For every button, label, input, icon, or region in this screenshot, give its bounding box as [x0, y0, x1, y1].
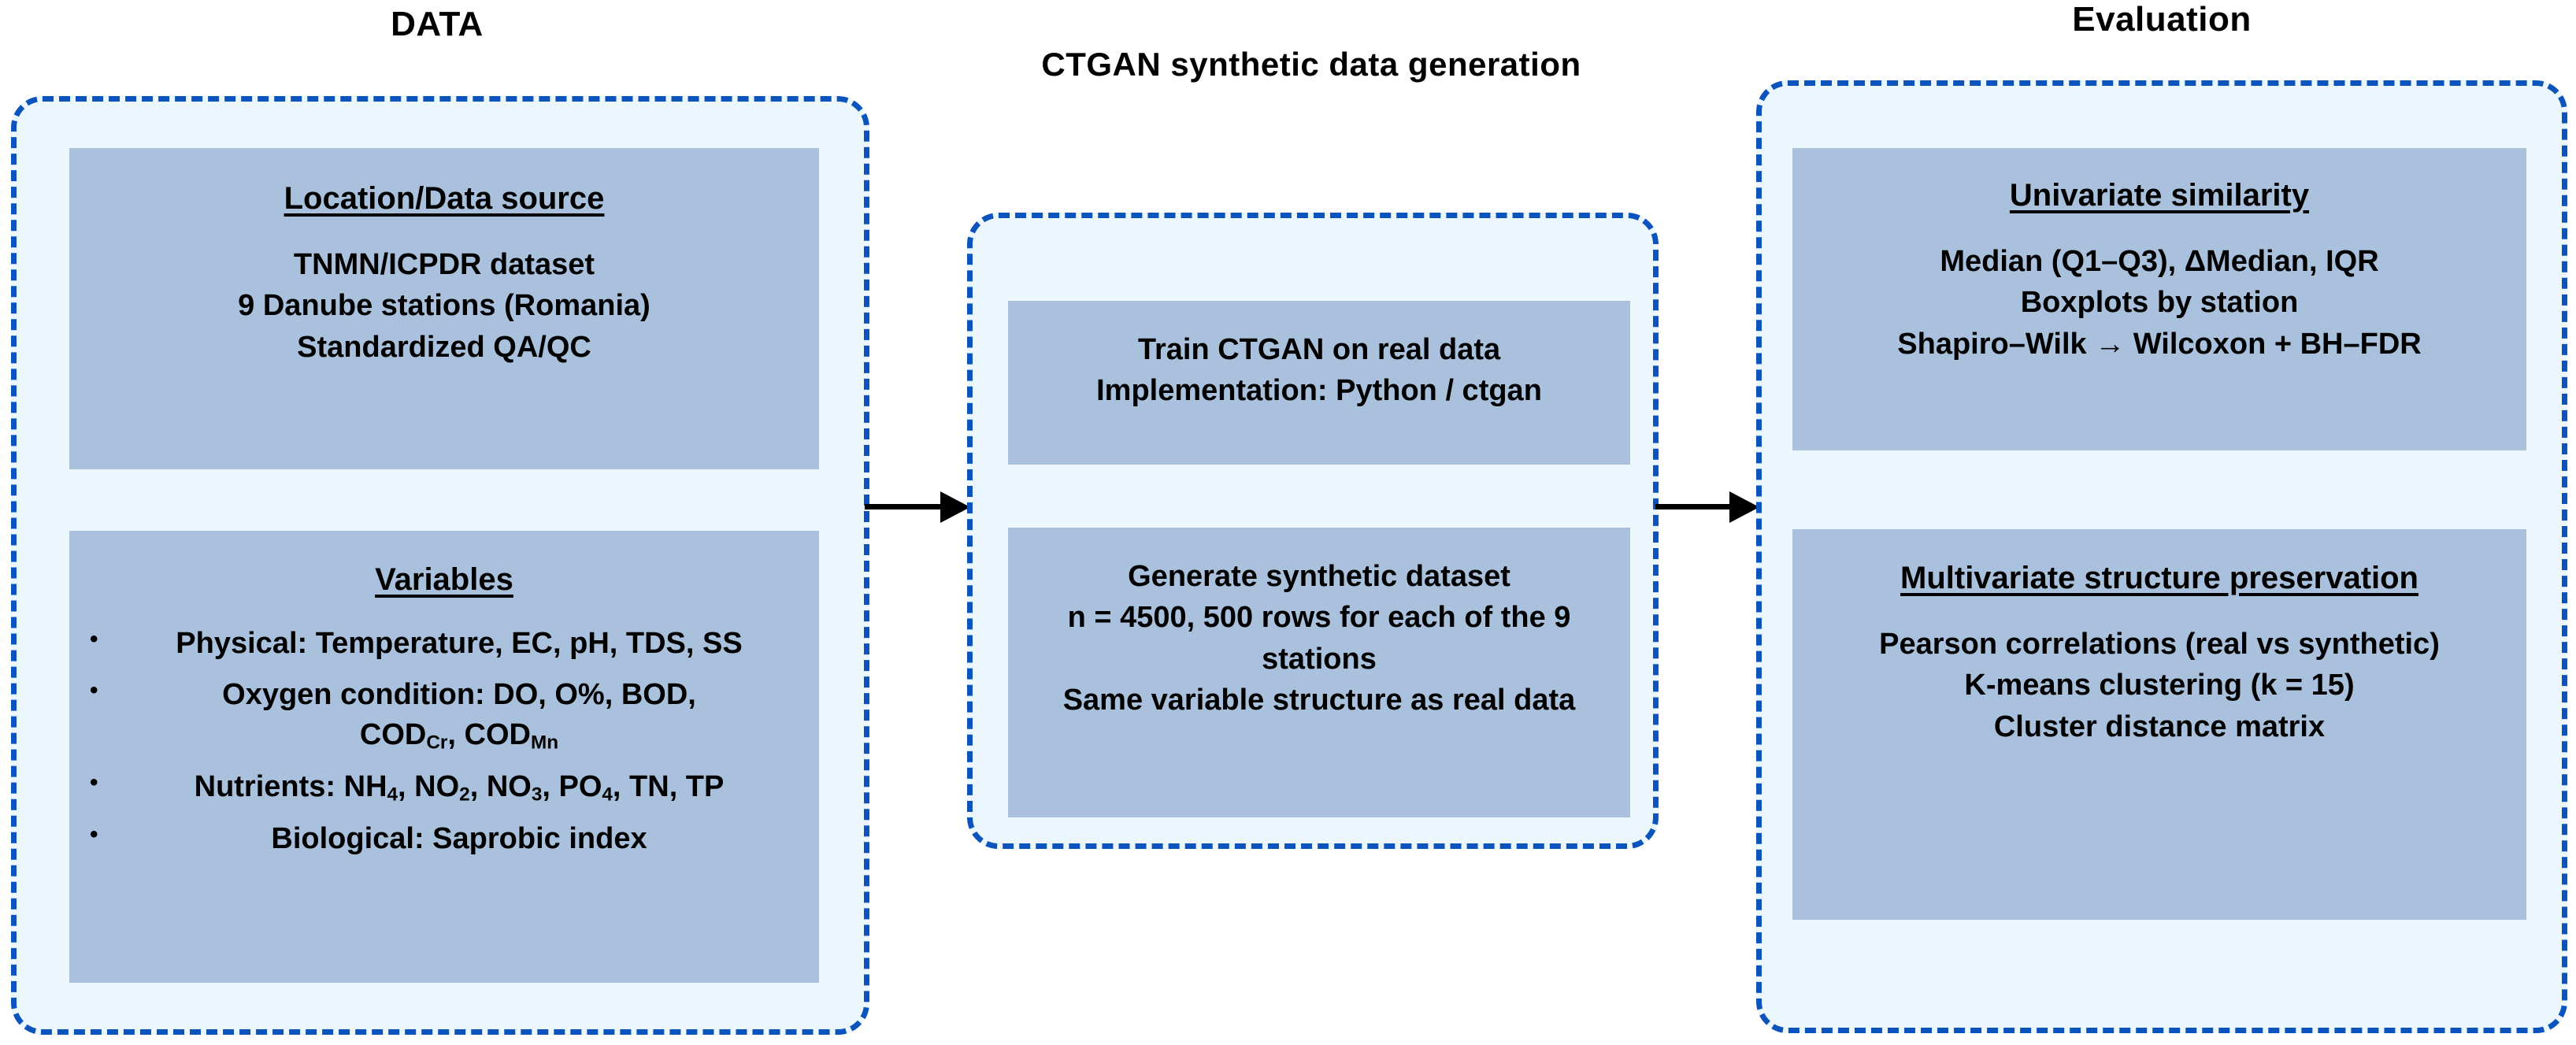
arrow-data-to-ctgan: [865, 491, 970, 523]
variables-nutrients-mid-1: , NO: [398, 769, 460, 803]
column-heading-evaluation: Evaluation: [2072, 0, 2252, 39]
box-train-line-1: Train CTGAN on real data: [1137, 333, 1501, 366]
box-location-line-3: Standardized QA/QC: [297, 330, 591, 364]
box-generate-line-3: Same variable structure as real data: [1062, 684, 1576, 717]
arrow-shaft: [1655, 504, 1733, 510]
box-univariate-line-3: Shapiro–Wilk → Wilcoxon + BH–FDR: [1897, 327, 2422, 361]
variables-oxygen-cod-mn-subscript: Mn: [530, 732, 559, 754]
box-univariate-line-2: Boxplots by station: [2020, 286, 2299, 320]
box-train-ctgan: Train CTGAN on real data Implementation:…: [1008, 301, 1630, 465]
box-location-data-source: Location/Data source TNMN/ICPDR dataset …: [69, 148, 819, 469]
variables-bullet-nutrients: Nutrients: NH4, NO2, NO3, PO4, TN, TP: [90, 767, 792, 808]
arrow-ctgan-to-evaluation: [1655, 491, 1759, 523]
arrow-head-icon: [940, 491, 970, 523]
variables-bullet-biological: Biological: Saprobic index: [90, 819, 792, 859]
box-location-title: Location/Data source: [284, 181, 605, 216]
box-multivariate-line-2: K-means clustering (k = 15): [1964, 669, 2355, 702]
box-univariate-title: Univariate similarity: [2009, 178, 2310, 213]
box-multivariate-line-3: Cluster distance matrix: [1993, 710, 2326, 743]
variables-bullet-physical: Physical: Temperature, EC, pH, TDS, SS: [90, 624, 792, 664]
variables-biological-text: Biological: Saprobic index: [271, 821, 647, 855]
variables-nutrients-mid-2: , NO: [469, 769, 532, 803]
column-heading-ctgan: CTGAN synthetic data generation: [1041, 46, 1581, 83]
box-generate-synthetic: Generate synthetic dataset n = 4500, 500…: [1008, 528, 1630, 817]
column-heading-data: DATA: [391, 5, 484, 43]
box-location-lines: TNMN/ICPDR dataset 9 Danube stations (Ro…: [69, 244, 819, 368]
box-generate-lines: Generate synthetic dataset n = 4500, 500…: [1008, 556, 1630, 721]
variables-oxygen-line-1: Oxygen condition: DO, O%, BOD,: [222, 677, 696, 711]
variables-bullet-list: Physical: Temperature, EC, pH, TDS, SS O…: [69, 624, 819, 870]
variables-po4-subscript: 4: [602, 784, 613, 806]
box-univariate-line-1: Median (Q1–Q3), ΔMedian, IQR: [1940, 245, 2379, 278]
variables-no3-subscript: 3: [531, 784, 543, 806]
box-multivariate-structure: Multivariate structure preservation Pear…: [1792, 529, 2526, 920]
variables-oxygen-cod-cr: COD: [359, 717, 427, 751]
variables-nutrients-mid-3: , PO: [542, 769, 602, 803]
variables-bullet-oxygen: Oxygen condition: DO, O%, BOD, CODCr, CO…: [90, 675, 792, 756]
box-train-lines: Train CTGAN on real data Implementation:…: [1008, 329, 1630, 412]
variables-oxygen-cod-cr-subscript: Cr: [426, 732, 448, 754]
box-variables-title: Variables: [375, 562, 513, 597]
arrow-head-icon: [1729, 491, 1759, 523]
box-univariate-similarity: Univariate similarity Median (Q1–Q3), ΔM…: [1792, 148, 2526, 450]
variables-nutrients-prefix: Nutrients: NH: [194, 769, 387, 803]
arrow-shaft: [865, 504, 943, 510]
box-univariate-lines: Median (Q1–Q3), ΔMedian, IQR Boxplots by…: [1792, 241, 2526, 365]
variables-physical-text: Physical: Temperature, EC, pH, TDS, SS: [176, 627, 743, 660]
box-multivariate-title: Multivariate structure preservation: [1900, 561, 2418, 595]
box-multivariate-line-1: Pearson correlations (real vs synthetic): [1879, 628, 2440, 661]
box-variables: Variables Physical: Temperature, EC, pH,…: [69, 531, 819, 983]
box-location-line-1: TNMN/ICPDR dataset: [293, 248, 595, 281]
variables-no2-subscript: 2: [459, 784, 470, 806]
box-multivariate-lines: Pearson correlations (real vs synthetic)…: [1792, 624, 2526, 747]
variables-nh4-subscript: 4: [387, 784, 398, 806]
box-generate-line-2: n = 4500, 500 rows for each of the 9 sta…: [1067, 601, 1571, 676]
box-generate-line-1: Generate synthetic dataset: [1128, 560, 1510, 593]
variables-oxygen-cod-mn: , COD: [447, 717, 531, 751]
box-train-line-2: Implementation: Python / ctgan: [1096, 374, 1542, 408]
variables-nutrients-suffix: , TN, TP: [612, 769, 725, 803]
box-location-line-2: 9 Danube stations (Romania): [238, 289, 650, 323]
